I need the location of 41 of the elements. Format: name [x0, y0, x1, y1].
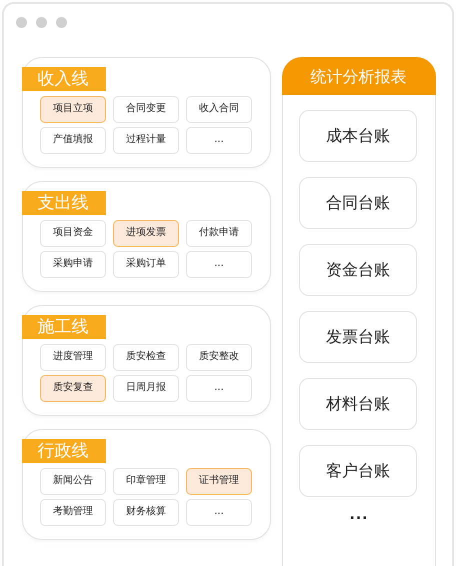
module-tile: 合同变更: [113, 96, 179, 123]
report-header: 统计分析报表: [282, 57, 436, 95]
ledger-tile: 客户台账: [299, 445, 417, 497]
module-tile: 证书管理: [186, 468, 252, 495]
module-tile: 进度管理: [40, 344, 106, 371]
category-tab: 支出线: [22, 191, 106, 215]
category-panel: [22, 305, 271, 416]
category-tab: 收入线: [22, 67, 106, 91]
module-tile: 采购申请: [40, 251, 106, 278]
category-panel: [22, 181, 271, 292]
module-tile: 考勤管理: [40, 499, 106, 526]
module-tile: 采购订单: [113, 251, 179, 278]
report-panel: [282, 57, 436, 566]
module-tile: 财务核算: [113, 499, 179, 526]
module-tile: 收入合同: [186, 96, 252, 123]
category-tab: 施工线: [22, 315, 106, 339]
module-tile: ...: [186, 499, 252, 526]
module-tile: 印章管理: [113, 468, 179, 495]
ledger-tile: 资金台账: [299, 244, 417, 296]
ledger-tile: 成本台账: [299, 110, 417, 162]
category-panel: [22, 429, 271, 540]
module-tile: 质安检查: [113, 344, 179, 371]
module-tile: 质安复查: [40, 375, 106, 402]
module-tile: 新闻公告: [40, 468, 106, 495]
module-tile: 日周月报: [113, 375, 179, 402]
module-tile: ...: [186, 127, 252, 154]
ledger-tile: 合同台账: [299, 177, 417, 229]
module-tile: 项目立项: [40, 96, 106, 123]
module-tile: ...: [186, 251, 252, 278]
module-tile: 项目资金: [40, 220, 106, 247]
module-tile: 过程计量: [113, 127, 179, 154]
module-tile: 质安整改: [186, 344, 252, 371]
module-tile: 付款申请: [186, 220, 252, 247]
module-tile: 进项发票: [113, 220, 179, 247]
ledger-tile: 材料台账: [299, 378, 417, 430]
module-tile: ...: [186, 375, 252, 402]
more-label: ...: [348, 507, 370, 523]
category-panel: [22, 57, 271, 168]
ledger-tile: 发票台账: [299, 311, 417, 363]
module-tile: 产值填报: [40, 127, 106, 154]
category-tab: 行政线: [22, 439, 106, 463]
